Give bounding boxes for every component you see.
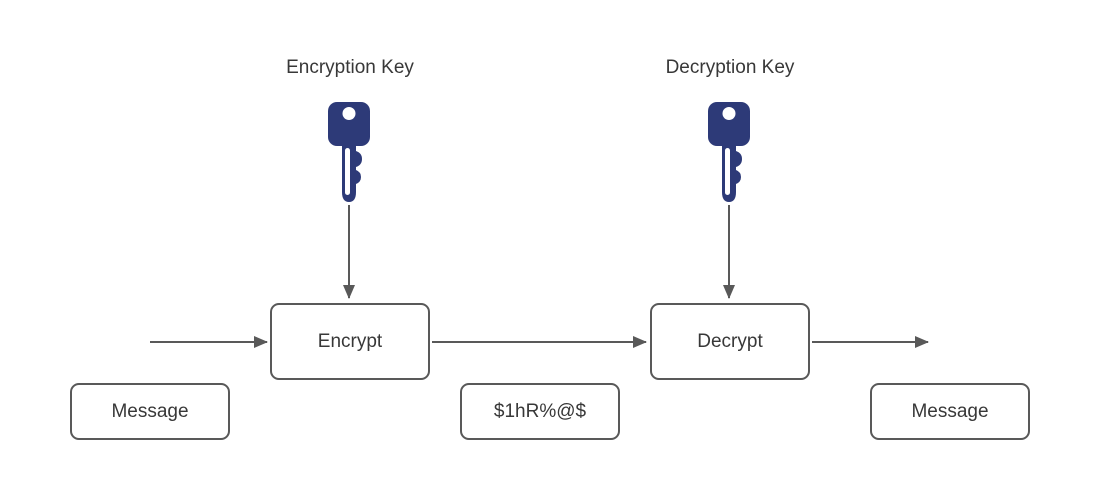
message-output-box: Message	[870, 383, 1030, 440]
ciphertext-label: $1hR%@$	[493, 401, 587, 422]
message-input-label: Message	[111, 401, 189, 422]
decrypt-label: Decrypt	[697, 331, 763, 352]
key-icon	[328, 102, 370, 202]
encryption-key-label: Encryption Key	[286, 57, 414, 78]
decryption-key-label: Decryption Key	[665, 57, 795, 78]
message-output-label: Message	[911, 401, 989, 422]
decrypt-box: Decrypt	[650, 303, 810, 380]
key-icon	[708, 102, 750, 202]
ciphertext-box: $1hR%@$	[460, 383, 620, 440]
message-input-box: Message	[70, 383, 230, 440]
encrypt-box: Encrypt	[270, 303, 430, 380]
encrypt-label: Encrypt	[317, 331, 383, 352]
